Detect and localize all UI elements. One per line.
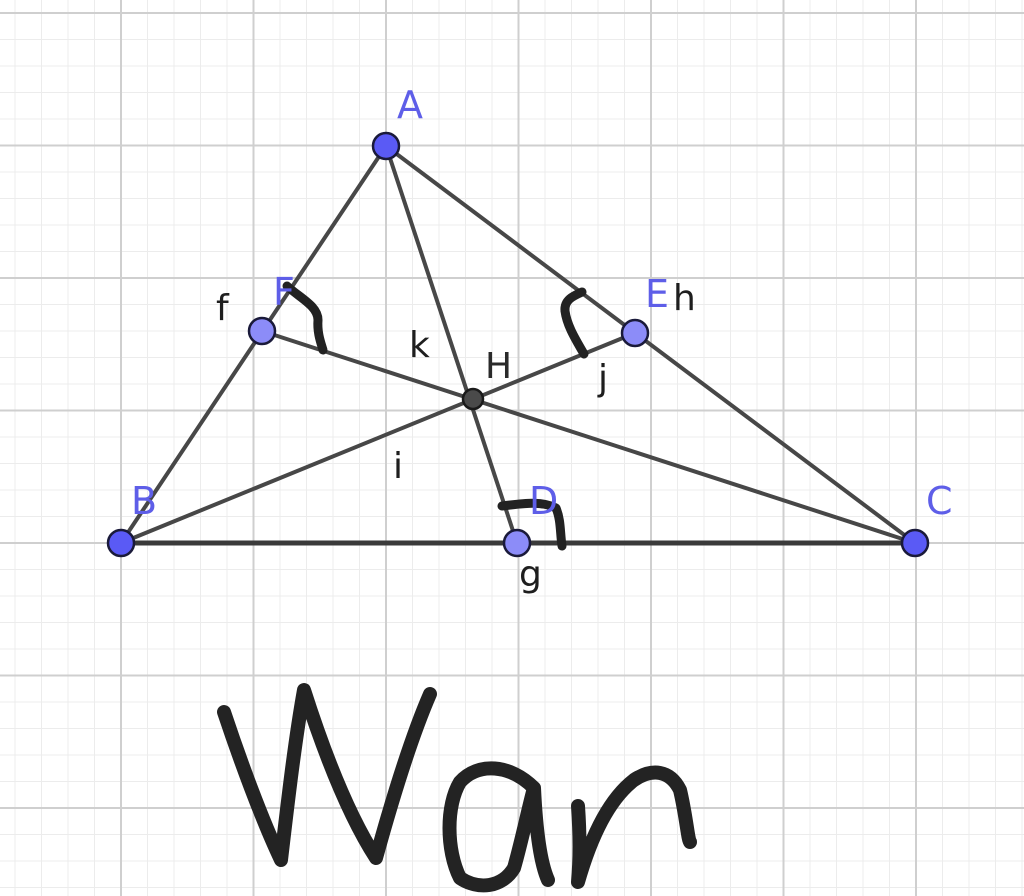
point-f[interactable] (247, 316, 277, 346)
label-line-h: h (673, 278, 696, 319)
altitude-cf[interactable] (260, 329, 917, 545)
label-line-k: k (409, 325, 430, 366)
handwriting-letter-w (217, 683, 437, 867)
segment-ac[interactable] (384, 144, 917, 545)
segment-ab[interactable] (119, 144, 388, 545)
point-d[interactable] (502, 528, 532, 558)
right-angle-mark-d (497, 498, 567, 551)
label-point-d: D (529, 479, 558, 523)
handwriting-letter-a (442, 761, 555, 893)
label-line-i: i (393, 446, 403, 487)
label-point-f: F (273, 270, 295, 314)
label-line-g: g (519, 554, 542, 595)
altitude-k-ad[interactable] (384, 144, 519, 545)
label-line-f: f (216, 288, 230, 329)
altitude-i-be[interactable] (119, 331, 637, 545)
point-a[interactable] (371, 131, 401, 161)
label-line-j: j (597, 358, 608, 399)
label-point-e: E (645, 272, 669, 316)
label-point-a: A (397, 83, 423, 127)
right-angle-mark-e (560, 287, 589, 359)
label-point-b: B (131, 479, 157, 523)
right-angle-mark-f (282, 281, 328, 355)
label-point-c: C (926, 479, 953, 523)
point-c[interactable] (900, 528, 930, 558)
handwriting-letter-n (571, 765, 697, 889)
point-h-orthocenter[interactable] (461, 387, 485, 411)
label-point-h: H (485, 346, 512, 387)
point-e[interactable] (620, 318, 650, 348)
handwritten-word (217, 683, 697, 893)
point-b[interactable] (106, 528, 136, 558)
